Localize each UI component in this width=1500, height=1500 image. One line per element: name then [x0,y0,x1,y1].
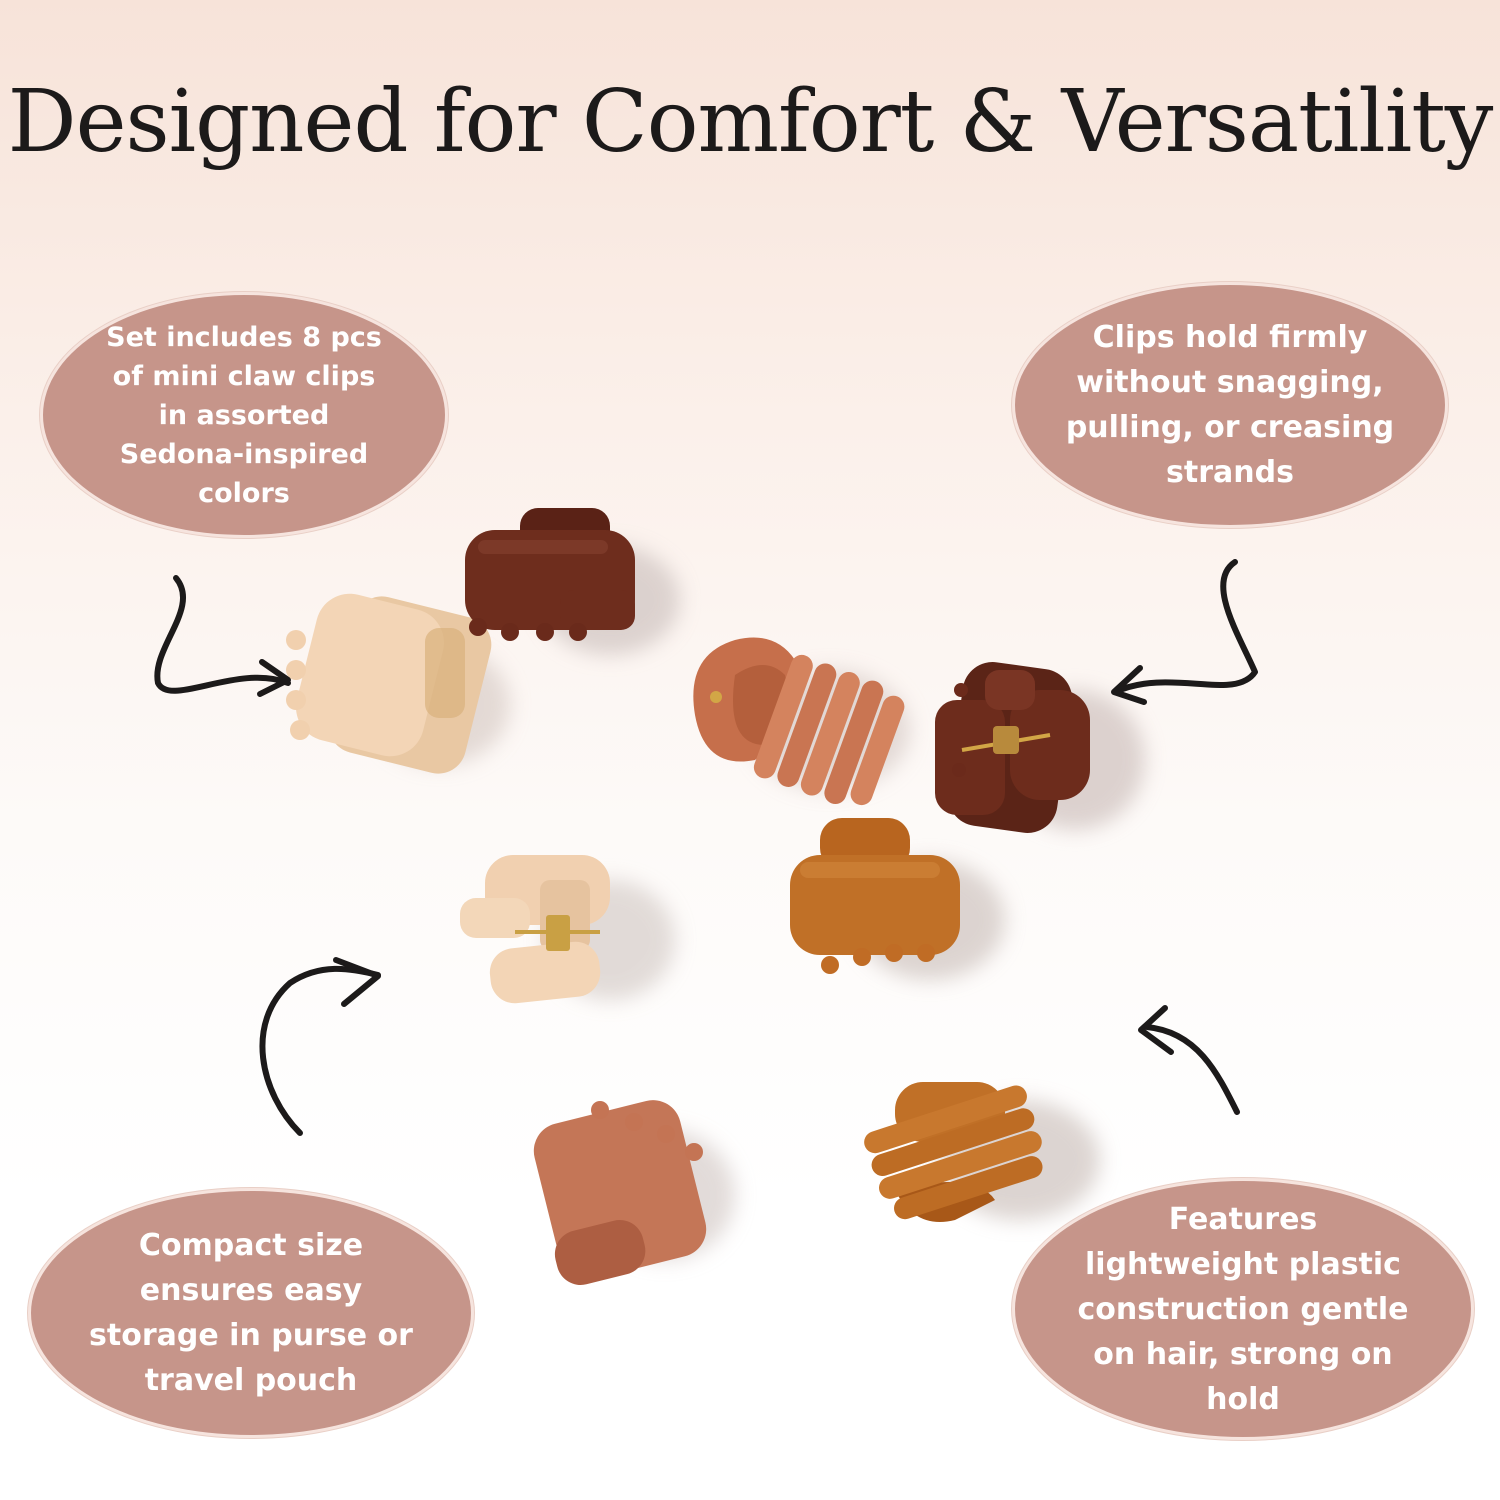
clip-terracotta [693,637,910,806]
callout-line: strands [1166,455,1294,490]
clip-amber-ribbed [864,1082,1100,1222]
clip-dark-brown [935,662,1145,833]
clip-cream [286,593,510,774]
callout-line: Compact size [138,1228,364,1263]
callout-line: ensures easy [139,1273,363,1308]
callout-line: colors [198,477,290,509]
arrow-bottom-right-icon [1138,1005,1240,1115]
callout-line: of mini claw clips [112,360,376,392]
arrow-top-right-icon [1111,559,1258,705]
callout-set-contents: Set includes 8 pcs of mini claw clips in… [40,292,448,538]
clip-cream-small [460,855,675,1004]
clip-chocolate [465,508,680,655]
callout-lightweight: Features lightweight plastic constructio… [1012,1178,1474,1440]
clip-clay [533,1100,735,1285]
callout-line: on hair, strong on [1093,1336,1393,1372]
page-title: Designed for Comfort & Versatility [7,72,1494,172]
callout-line: storage in purse or [89,1318,413,1353]
callout-line: pulling, or creasing [1065,410,1395,445]
callout-compact-size: Compact size ensures easy storage in pur… [28,1188,474,1438]
callout-line: Set includes 8 pcs [106,321,382,353]
arrow-top-left-icon [154,575,291,697]
callout-line: Sedona-inspired [119,438,369,470]
clip-amber [790,818,1005,980]
callout-line: Features [1168,1201,1318,1237]
callout-firm-hold: Clips hold firmly without snagging, pull… [1012,282,1448,528]
callout-line: without snagging, [1076,365,1384,400]
callout-line: travel pouch [144,1363,358,1398]
callout-line: hold [1206,1381,1280,1417]
callout-line: lightweight plastic [1085,1246,1401,1282]
arrow-bottom-left-icon [259,957,381,1136]
callout-line: construction gentle [1077,1291,1409,1327]
callout-line: Clips hold firmly [1092,320,1368,355]
callout-line: in assorted [158,399,330,431]
